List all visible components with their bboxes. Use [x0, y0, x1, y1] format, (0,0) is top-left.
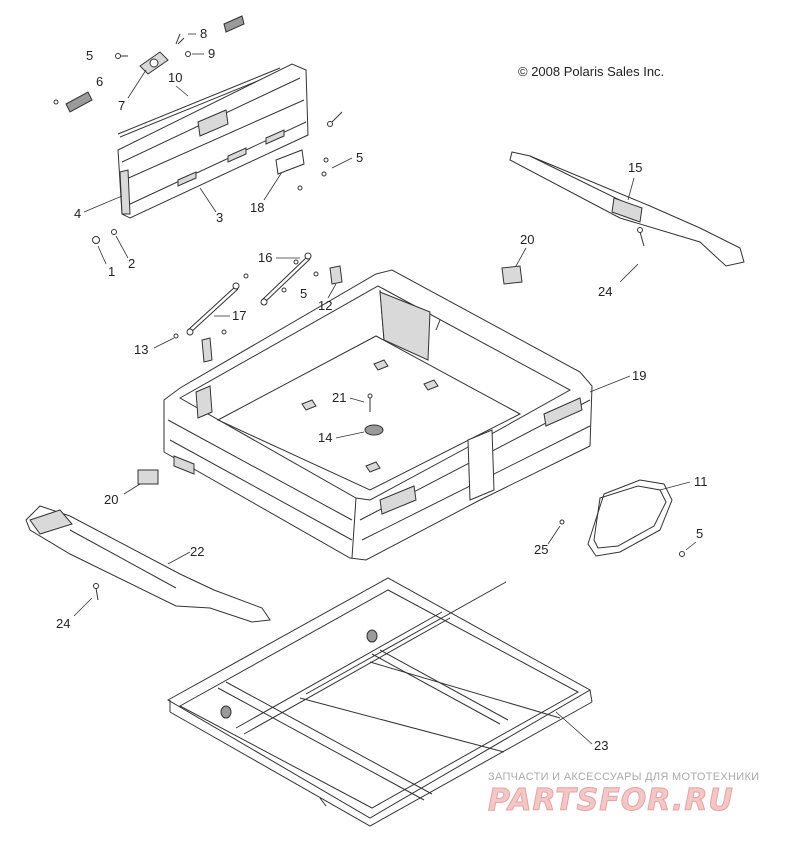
callout-13: 13 — [134, 342, 148, 357]
support-rods — [173, 252, 343, 363]
callout-2: 2 — [128, 256, 135, 271]
callout-6: 6 — [96, 74, 103, 89]
decal-20-upper — [501, 265, 523, 285]
callout-8: 8 — [200, 26, 207, 41]
callout-15: 15 — [628, 160, 642, 175]
callout-25: 25 — [534, 542, 548, 557]
callout-23: 23 — [594, 738, 608, 753]
callout-5-c: 5 — [300, 286, 307, 301]
callout-20-a: 20 — [520, 232, 534, 247]
callout-17: 17 — [232, 308, 246, 323]
callout-4: 4 — [74, 206, 81, 221]
callout-18: 18 — [250, 200, 264, 215]
callout-16: 16 — [258, 250, 272, 265]
callout-5-d: 5 — [696, 526, 703, 541]
cargo-box — [163, 269, 593, 561]
copyright-text: © 2008 Polaris Sales Inc. — [518, 64, 664, 79]
callout-10: 10 — [168, 70, 182, 85]
callout-5-b: 5 — [356, 150, 363, 165]
tailgate-assembly — [53, 15, 343, 244]
callout-9: 9 — [208, 46, 215, 61]
frame — [166, 577, 593, 827]
callout-20-b: 20 — [104, 492, 118, 507]
callout-19: 19 — [632, 368, 646, 383]
watermark-tagline: ЗАПЧАСТИ И АКСЕССУАРЫ ДЛЯ МОТОТЕХНИКИ — [488, 771, 759, 783]
watermark-brand: PARTSFOR.RU — [488, 783, 734, 818]
callout-22: 22 — [190, 544, 204, 559]
callout-12: 12 — [318, 298, 332, 313]
rail-left — [25, 505, 271, 623]
callouts: 5 8 9 6 7 10 5 4 3 18 1 2 16 5 12 17 13 … — [56, 26, 708, 753]
callout-24-b: 24 — [56, 616, 70, 631]
callout-1: 1 — [108, 264, 115, 279]
callout-5-a: 5 — [86, 48, 93, 63]
callout-11: 11 — [694, 474, 708, 489]
callout-3: 3 — [216, 210, 223, 225]
callout-7: 7 — [118, 98, 125, 113]
side-cover — [559, 479, 685, 557]
callout-21: 21 — [332, 390, 346, 405]
callout-24-a: 24 — [598, 284, 612, 299]
rail-right — [509, 151, 745, 267]
decal-20-lower — [137, 469, 159, 485]
callout-14: 14 — [318, 430, 332, 445]
